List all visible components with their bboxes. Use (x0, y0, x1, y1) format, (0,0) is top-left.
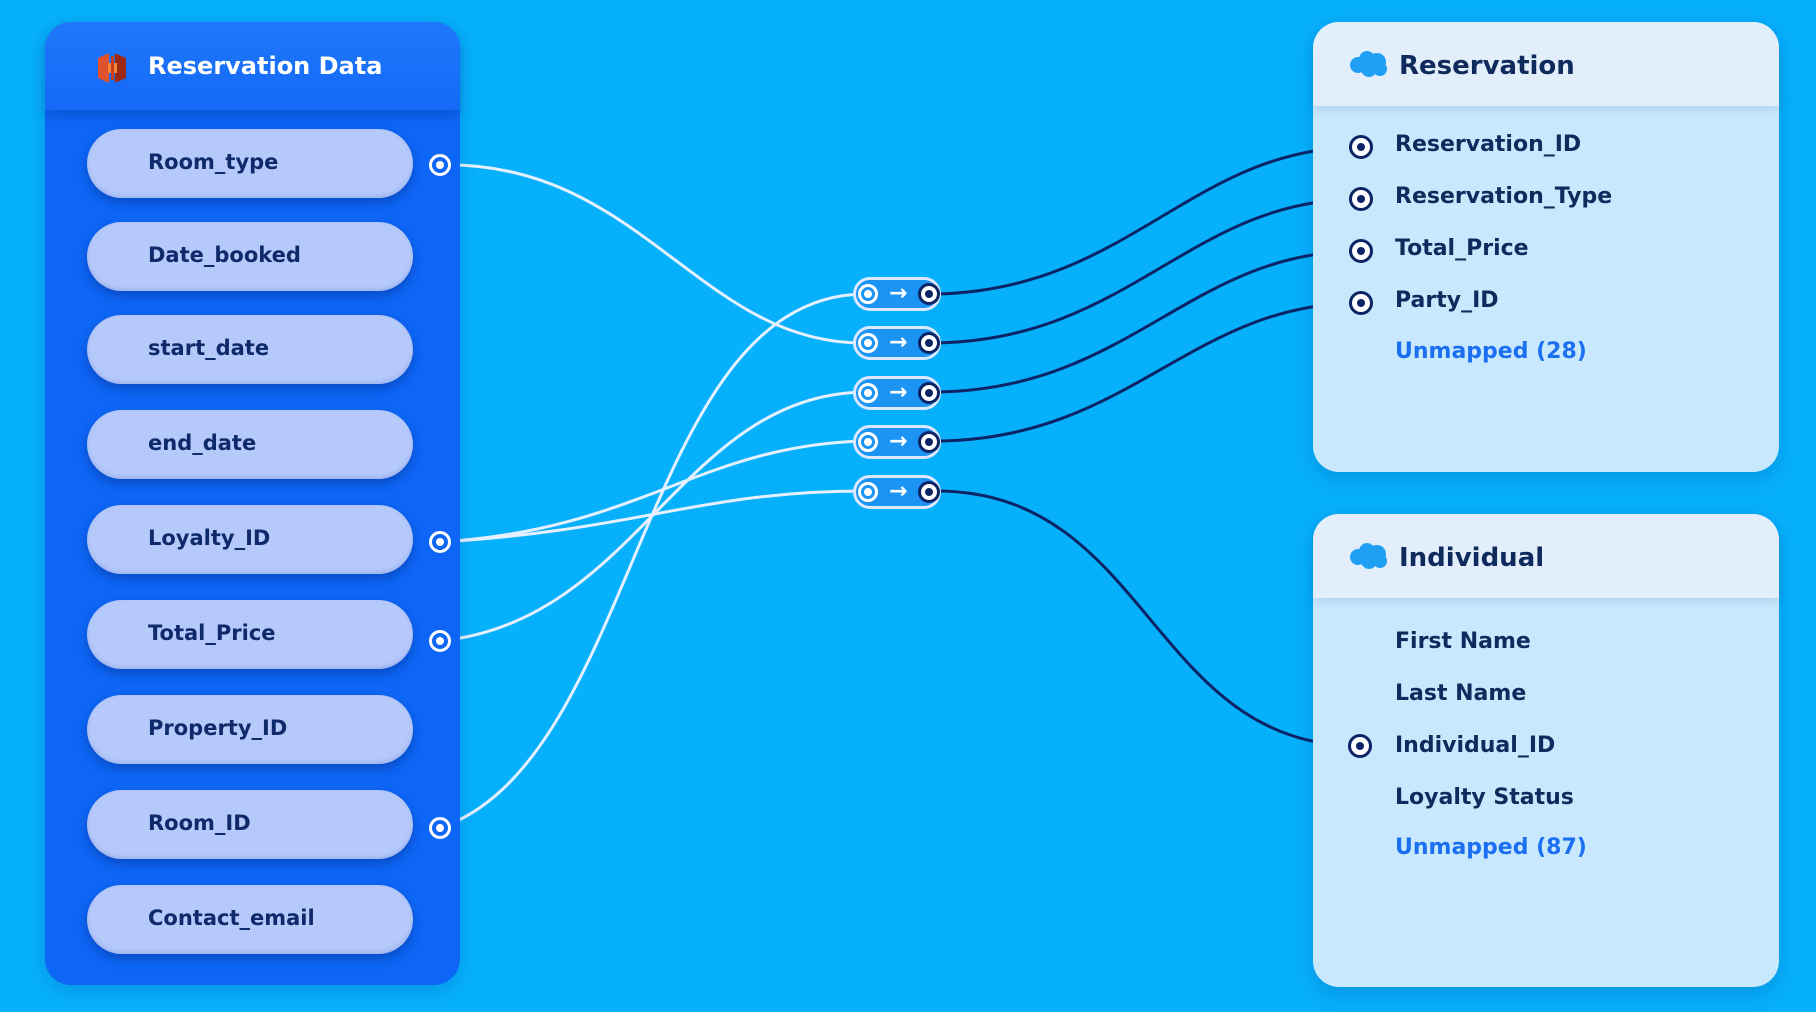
target-field-party-id[interactable]: Party_ID (1395, 288, 1499, 313)
chip-input-port (858, 482, 878, 502)
wire-room-id (438, 292, 867, 830)
aws-s3-bucket-icon (98, 53, 126, 83)
source-field-label: Loyalty_ID (148, 526, 271, 550)
salesforce-cloud-icon (1350, 51, 1387, 77)
mapping-chip-individual-id[interactable]: → (853, 475, 941, 509)
target-field-reservation-type[interactable]: Reservation_Type (1395, 184, 1613, 209)
source-field-room-type[interactable]: Room_type (87, 129, 413, 198)
wire-out-party-id (934, 301, 1362, 443)
target-field-loyalty-status[interactable]: Loyalty Status (1395, 785, 1574, 810)
arrow-right-icon: → (889, 330, 908, 355)
source-field-label: Room_ID (148, 811, 251, 835)
source-field-label: end_date (148, 431, 257, 455)
wire-loyalty-party (438, 439, 867, 544)
source-field-label: Date_booked (148, 243, 301, 267)
source-field-start-date[interactable]: start_date (87, 315, 413, 384)
wire-out-individual-id (934, 489, 1362, 748)
target-panel-individual: Individual First Name Last Name Individu… (1313, 514, 1779, 987)
chip-output-port (918, 283, 940, 305)
unmapped-fields-link[interactable]: Unmapped (28) (1395, 339, 1587, 364)
mapping-chip-party-id[interactable]: → (853, 425, 941, 459)
chip-output-port (918, 481, 940, 503)
source-field-label: Contact_email (148, 906, 315, 930)
chip-input-port (858, 333, 878, 353)
target-port-party-id[interactable] (1349, 291, 1373, 315)
unmapped-fields-link[interactable]: Unmapped (87) (1395, 835, 1587, 860)
source-field-label: start_date (148, 336, 270, 360)
arrow-right-icon: → (889, 380, 908, 405)
wire-room-type (438, 163, 867, 345)
wire-loyalty-individual (438, 489, 867, 544)
chip-output-port (918, 431, 940, 453)
source-field-total-price[interactable]: Total_Price (87, 600, 413, 669)
target-header: Individual (1313, 514, 1779, 598)
wire-total-price (438, 390, 867, 643)
wire-out-reservation-id (934, 145, 1362, 296)
source-field-contact-email[interactable]: Contact_email (87, 885, 413, 954)
chip-output-port (918, 382, 940, 404)
mapping-chip-reservation-id[interactable]: → (853, 277, 941, 311)
source-field-label: Property_ID (148, 716, 288, 740)
target-title: Reservation (1399, 51, 1575, 81)
salesforce-cloud-icon (1350, 543, 1387, 569)
target-header: Reservation (1313, 22, 1779, 106)
source-field-label: Room_type (148, 150, 279, 174)
source-port-room-type[interactable] (429, 154, 451, 176)
source-header: Reservation Data (45, 22, 460, 110)
target-port-individual-id[interactable] (1348, 734, 1372, 758)
target-title: Individual (1399, 543, 1545, 573)
chip-output-port (918, 332, 940, 354)
source-field-label: Total_Price (148, 621, 276, 645)
source-field-room-id[interactable]: Room_ID (87, 790, 413, 859)
target-port-reservation-id[interactable] (1349, 135, 1373, 159)
source-panel: Reservation Data Room_type Date_booked s… (45, 22, 460, 985)
source-port-room-id[interactable] (429, 817, 451, 839)
target-field-individual-id[interactable]: Individual_ID (1395, 733, 1556, 758)
chip-input-port (858, 284, 878, 304)
wire-out-total-price (934, 249, 1362, 394)
target-panel-reservation: Reservation Reservation_ID Reservation_T… (1313, 22, 1779, 472)
source-port-loyalty-id[interactable] (429, 531, 451, 553)
target-field-last-name[interactable]: Last Name (1395, 681, 1527, 706)
wire-out-reservation-type (934, 197, 1362, 345)
arrow-right-icon: → (889, 429, 908, 454)
chip-input-port (858, 432, 878, 452)
mapping-chip-reservation-type[interactable]: → (853, 326, 941, 360)
target-port-total-price[interactable] (1349, 239, 1373, 263)
source-field-property-id[interactable]: Property_ID (87, 695, 413, 764)
source-port-total-price[interactable] (429, 630, 451, 652)
source-field-end-date[interactable]: end_date (87, 410, 413, 479)
target-field-reservation-id[interactable]: Reservation_ID (1395, 132, 1582, 157)
source-field-loyalty-id[interactable]: Loyalty_ID (87, 505, 413, 574)
target-port-reservation-type[interactable] (1349, 187, 1373, 211)
target-field-total-price[interactable]: Total_Price (1395, 236, 1529, 261)
source-title: Reservation Data (148, 52, 383, 80)
arrow-right-icon: → (889, 281, 908, 306)
source-field-date-booked[interactable]: Date_booked (87, 222, 413, 291)
target-field-first-name[interactable]: First Name (1395, 629, 1531, 654)
mapping-chip-total-price[interactable]: → (853, 376, 941, 410)
chip-input-port (858, 383, 878, 403)
arrow-right-icon: → (889, 479, 908, 504)
